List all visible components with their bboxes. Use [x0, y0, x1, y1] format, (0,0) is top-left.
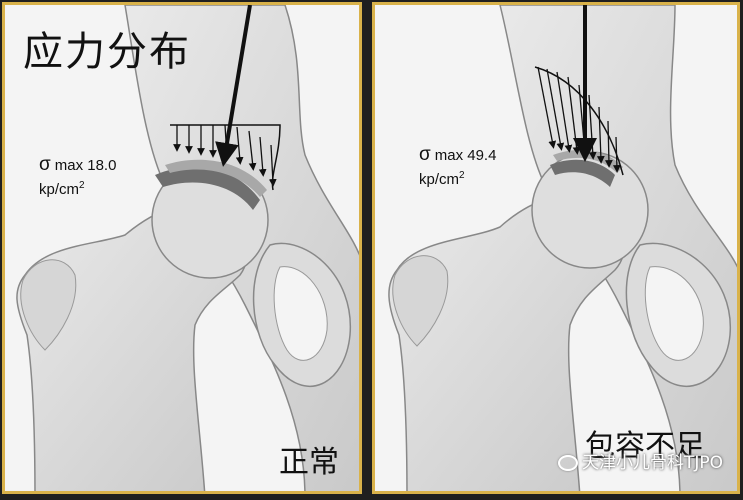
- sigma-symbol: σ: [419, 144, 431, 165]
- diagram-title: 应力分布: [23, 29, 191, 75]
- caption-insufficient-coverage: 包容不足: [585, 429, 705, 464]
- stress-unit: kp/cm: [419, 171, 460, 188]
- stress-value: max 18.0: [54, 157, 117, 174]
- hip-illustration-normal: [16, 5, 359, 491]
- stress-unit-exponent: 2: [79, 180, 85, 191]
- sigma-symbol: σ: [39, 154, 51, 175]
- hip-illustration-insufficient: [388, 5, 737, 491]
- femur-bone: [388, 193, 626, 491]
- stress-value: max 49.4: [434, 147, 497, 164]
- acetabular-sourcil: [155, 167, 260, 210]
- acetabular-sourcil: [550, 159, 615, 187]
- watermark: 天津小儿骨科TJPO: [557, 448, 723, 473]
- watermark-text: 天津小儿骨科TJPO: [581, 453, 723, 473]
- stress-unit: kp/cm: [39, 181, 80, 198]
- stress-unit-exponent: 2: [459, 170, 465, 181]
- stress-distribution-arrows: [170, 124, 281, 191]
- caption-normal: 正常: [279, 445, 339, 480]
- force-vector-arrow: [215, 5, 252, 167]
- wechat-icon: [557, 455, 578, 471]
